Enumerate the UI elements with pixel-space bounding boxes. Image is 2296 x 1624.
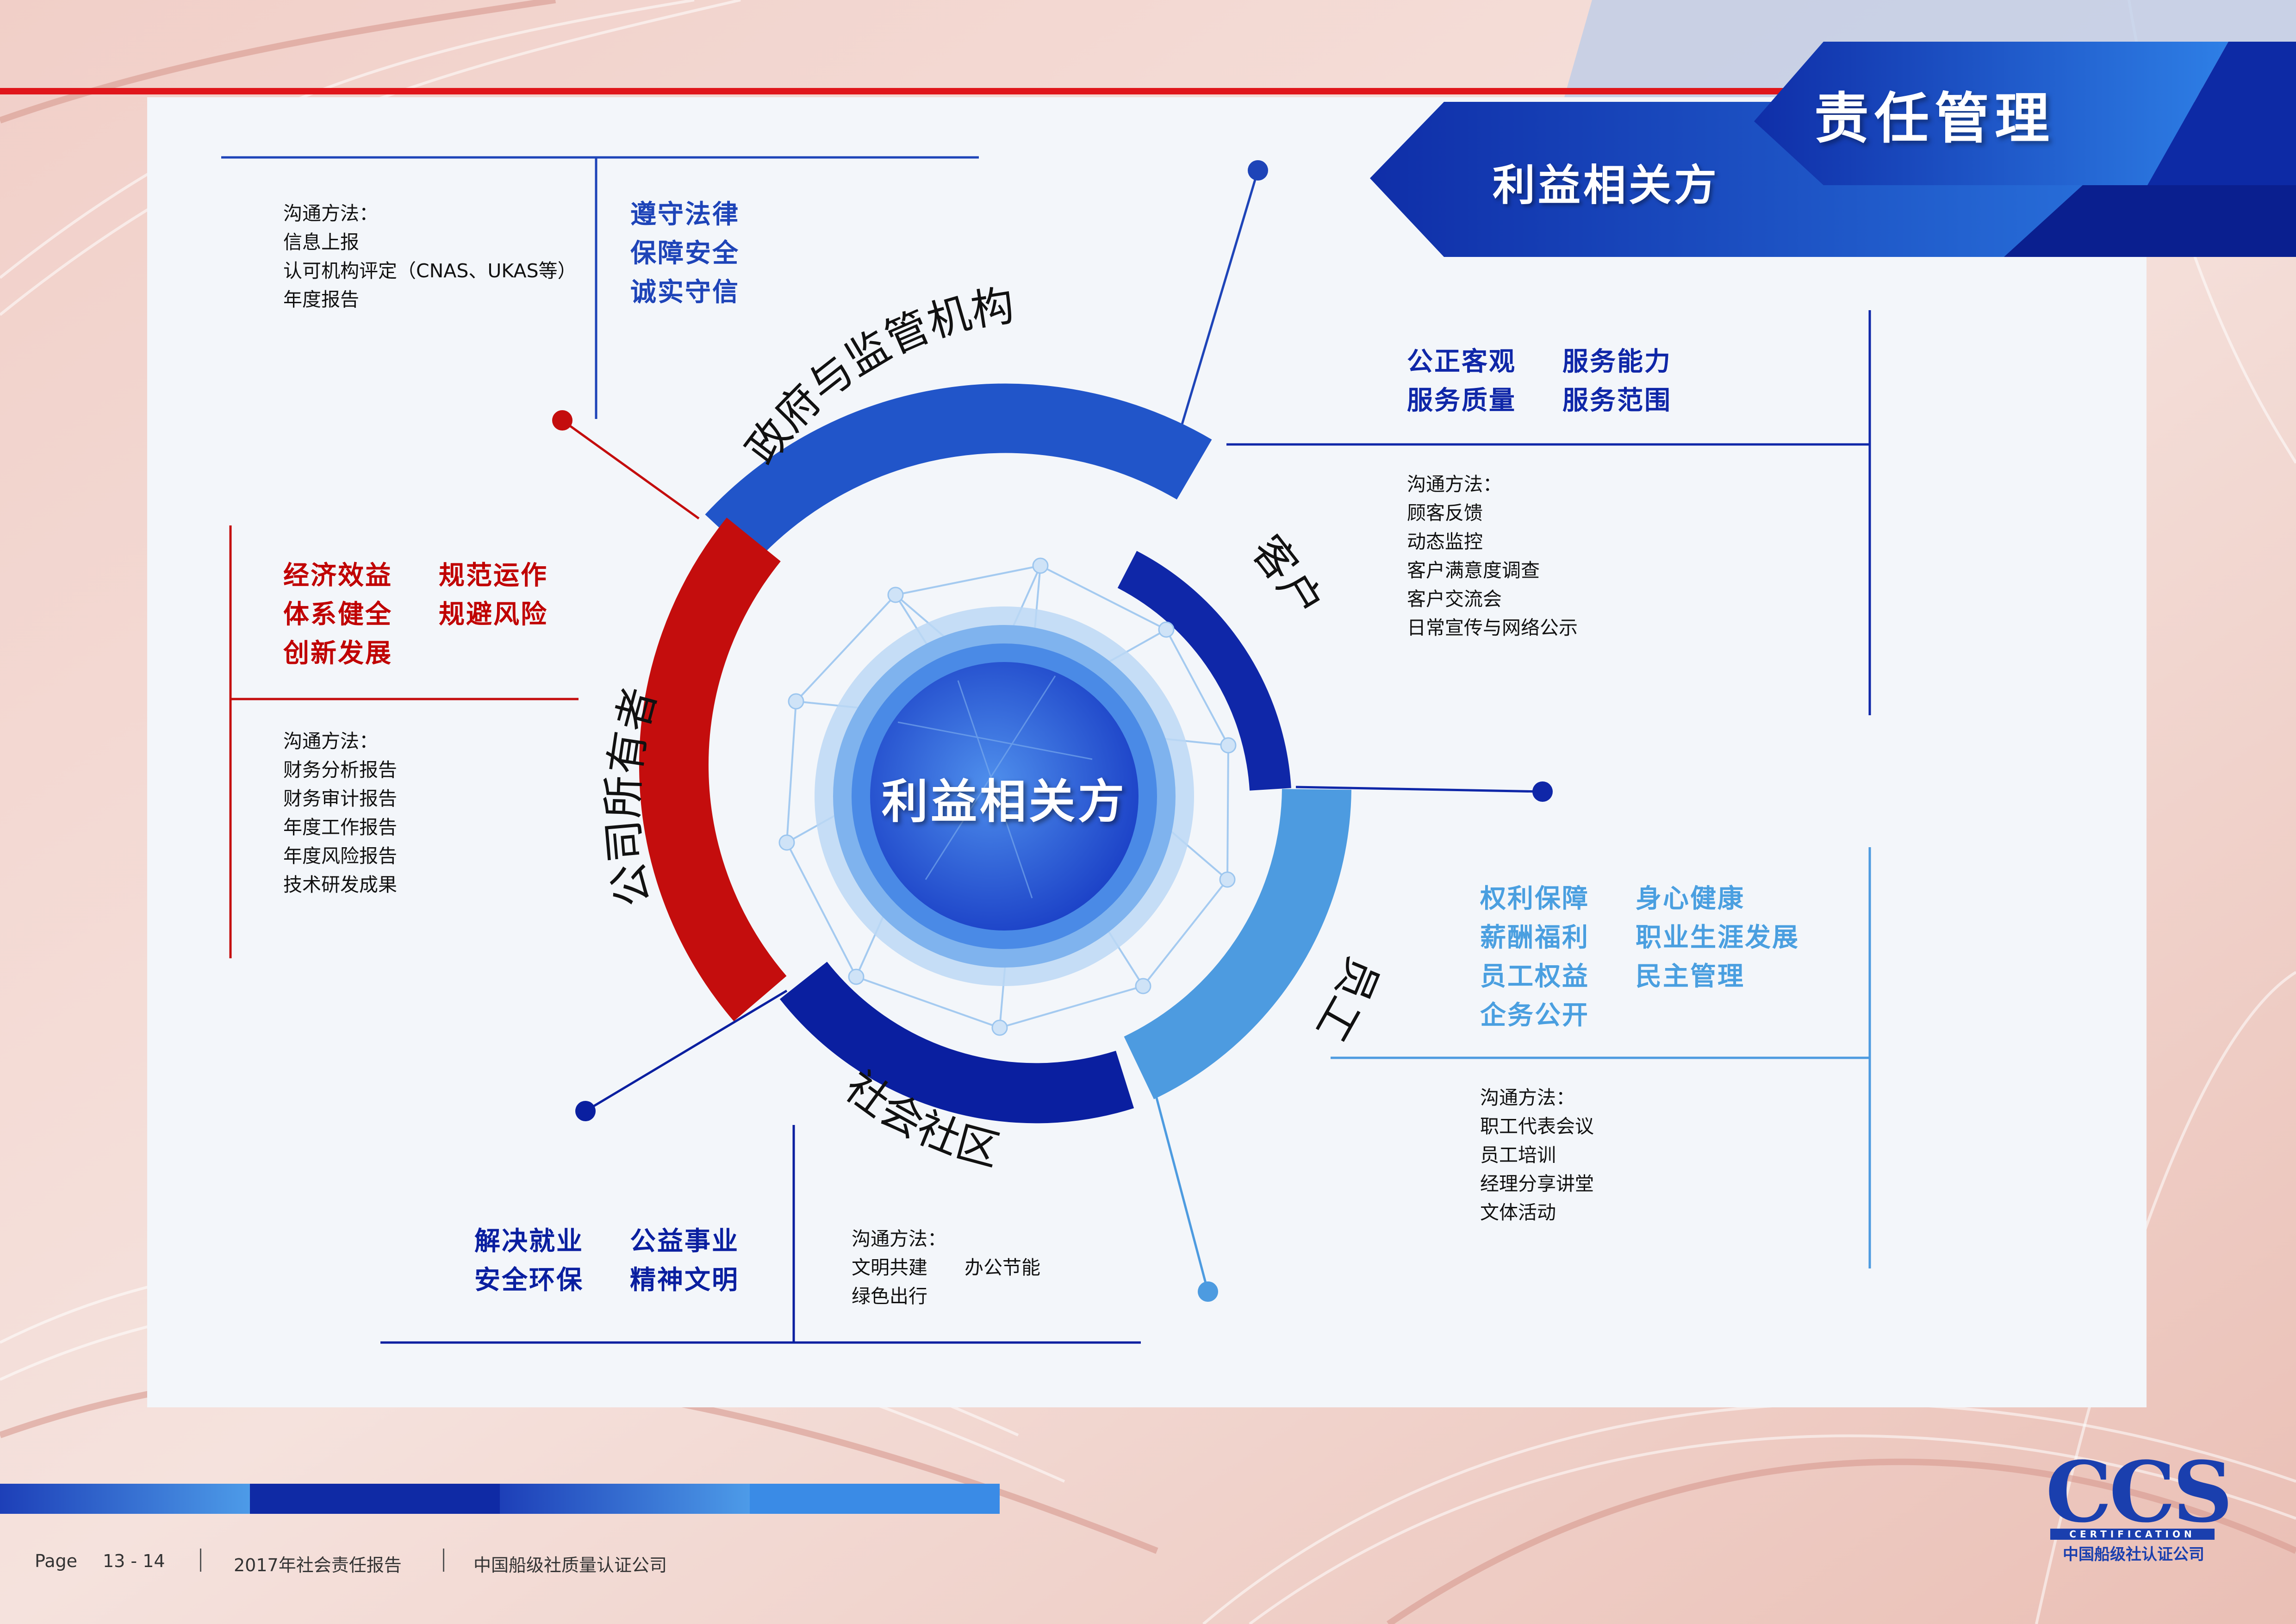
employee-connector-dot <box>1198 1281 1218 1302</box>
list-item: 职工代表会议 <box>1480 1115 1594 1137</box>
list-item: 客户交流会 <box>1407 588 1502 610</box>
owner-comm-title: 沟通方法： <box>283 730 378 752</box>
keyword: 规避风险 <box>439 600 548 630</box>
page-subtitle: 利益相关方 <box>1493 161 1720 210</box>
center-label: 利益相关方 <box>882 775 1127 829</box>
employee-comm-title: 沟通方法： <box>1480 1087 1575 1109</box>
keyword: 规范运作 <box>439 561 548 591</box>
list-item: 年度工作报告 <box>283 816 397 838</box>
keyword: 公正客观 <box>1407 347 1516 377</box>
arc-government <box>705 383 1212 562</box>
footer-report-title: 2017年社会责任报告 <box>234 1555 402 1575</box>
gov-connector-dot <box>1248 160 1268 181</box>
list-item: 年度报告 <box>283 288 359 311</box>
keyword: 精神文明 <box>630 1265 739 1295</box>
list-item: 客户满意度调查 <box>1407 559 1540 581</box>
keyword: 诚实守信 <box>630 277 740 307</box>
list-item: 文明共建 <box>852 1256 927 1279</box>
community-connector-dot <box>575 1101 596 1121</box>
keyword: 解决就业 <box>474 1226 584 1256</box>
keyword: 保障安全 <box>630 238 740 269</box>
arc-client <box>1117 551 1291 791</box>
gov-comm-title: 沟通方法： <box>283 202 378 225</box>
section-title: 责任管理 <box>1814 87 2055 150</box>
list-item: 财务审计报告 <box>283 787 397 810</box>
list-item: 顾客反馈 <box>1407 502 1483 524</box>
owner-connector-dot <box>552 410 572 431</box>
gov-comm-methods: 沟通方法： 信息上报 认可机构评定（CNAS、UKAS等） 年度报告 <box>283 199 577 314</box>
keyword: 权利保障 <box>1480 884 1589 914</box>
arc-owner <box>639 518 787 1021</box>
keyword: 服务质量 <box>1407 386 1516 416</box>
keyword: 创新发展 <box>283 638 392 668</box>
keyword: 服务范围 <box>1562 386 1672 416</box>
keyword: 企务公开 <box>1480 1000 1589 1031</box>
keyword: 体系健全 <box>283 600 392 630</box>
keyword: 遵守法律 <box>630 200 740 230</box>
keyword: 服务能力 <box>1562 347 1672 377</box>
network-nodes <box>778 557 1237 1036</box>
footer-divider <box>200 1549 201 1572</box>
footer-page-numbers: 13 - 14 <box>103 1551 165 1571</box>
keyword: 经济效益 <box>283 561 392 591</box>
arc-employee <box>1124 788 1351 1099</box>
list-item: 经理分享讲堂 <box>1480 1173 1594 1195</box>
keyword: 公益事业 <box>630 1226 739 1256</box>
label-employee: 员工 <box>1306 950 1388 1049</box>
list-item: 绿色出行 <box>852 1285 927 1307</box>
info-box-rules <box>221 156 1871 1344</box>
employee-connector <box>1146 1064 1209 1292</box>
stakeholder-ring <box>639 383 1351 1124</box>
list-item: 年度风险报告 <box>283 845 397 867</box>
list-item: 文体活动 <box>1480 1201 1556 1224</box>
keyword: 安全环保 <box>474 1265 584 1295</box>
connector-lines <box>552 160 1553 1302</box>
keyword: 民主管理 <box>1636 962 1745 992</box>
list-item: 信息上报 <box>283 231 359 253</box>
owner-keywords: 经济效益 规范运作 体系健全 规避风险 创新发展 <box>283 556 548 673</box>
employee-comm-methods: 沟通方法： 职工代表会议 员工培训 经理分享讲堂 文体活动 <box>1480 1083 1594 1227</box>
owner-connector <box>561 419 700 520</box>
client-comm-title: 沟通方法： <box>1407 473 1502 495</box>
ccs-logo-mark: CCS <box>2046 1443 2233 1541</box>
owner-comm-methods: 沟通方法： 财务分析报告 财务审计报告 年度工作报告 年度风险报告 技术研发成果 <box>283 727 397 899</box>
footer-divider <box>443 1549 444 1572</box>
list-item: 认可机构评定（CNAS、UKAS等） <box>283 260 577 282</box>
gov-connector <box>1179 170 1259 431</box>
list-item: 技术研发成果 <box>283 874 397 896</box>
client-keywords: 公正客观 服务能力 服务质量 服务范围 <box>1407 343 1672 420</box>
client-connector <box>1295 786 1543 793</box>
footer-company: 中国船级社质量认证公司 <box>473 1555 667 1575</box>
arc-community-band <box>779 962 1134 1124</box>
client-connector-dot <box>1532 781 1553 802</box>
keyword: 员工权益 <box>1480 962 1589 992</box>
list-item: 财务分析报告 <box>283 759 397 781</box>
list-item: 动态监控 <box>1407 531 1483 553</box>
ccs-logo-tagline: CERTIFICATION <box>2050 1529 2215 1540</box>
gov-keywords: 遵守法律 保障安全 诚实守信 <box>630 195 740 312</box>
label-client: 客户 <box>1242 526 1332 626</box>
list-item: 员工培训 <box>1480 1144 1556 1166</box>
footer-page-label: Page <box>35 1551 77 1571</box>
community-keywords: 解决就业 公益事业 安全环保 精神文明 <box>474 1222 739 1300</box>
list-item: 日常宣传与网络公示 <box>1407 617 1578 639</box>
community-comm-title: 沟通方法： <box>852 1228 946 1250</box>
community-connector <box>585 989 788 1112</box>
community-comm-methods: 沟通方法： 文明共建 办公节能 绿色出行 <box>852 1224 1040 1311</box>
employee-keywords: 权利保障 身心健康 薪酬福利 职业生涯发展 员工权益 民主管理 企务公开 <box>1480 880 1799 1035</box>
keyword: 职业生涯发展 <box>1636 923 1799 953</box>
keyword: 薪酬福利 <box>1480 923 1589 953</box>
list-item: 办公节能 <box>964 1256 1040 1279</box>
client-comm-methods: 沟通方法： 顾客反馈 动态监控 客户满意度调查 客户交流会 日常宣传与网络公示 <box>1407 470 1578 642</box>
keyword: 身心健康 <box>1636 884 1745 914</box>
ccs-logo-company: 中国船级社认证公司 <box>2063 1545 2204 1564</box>
